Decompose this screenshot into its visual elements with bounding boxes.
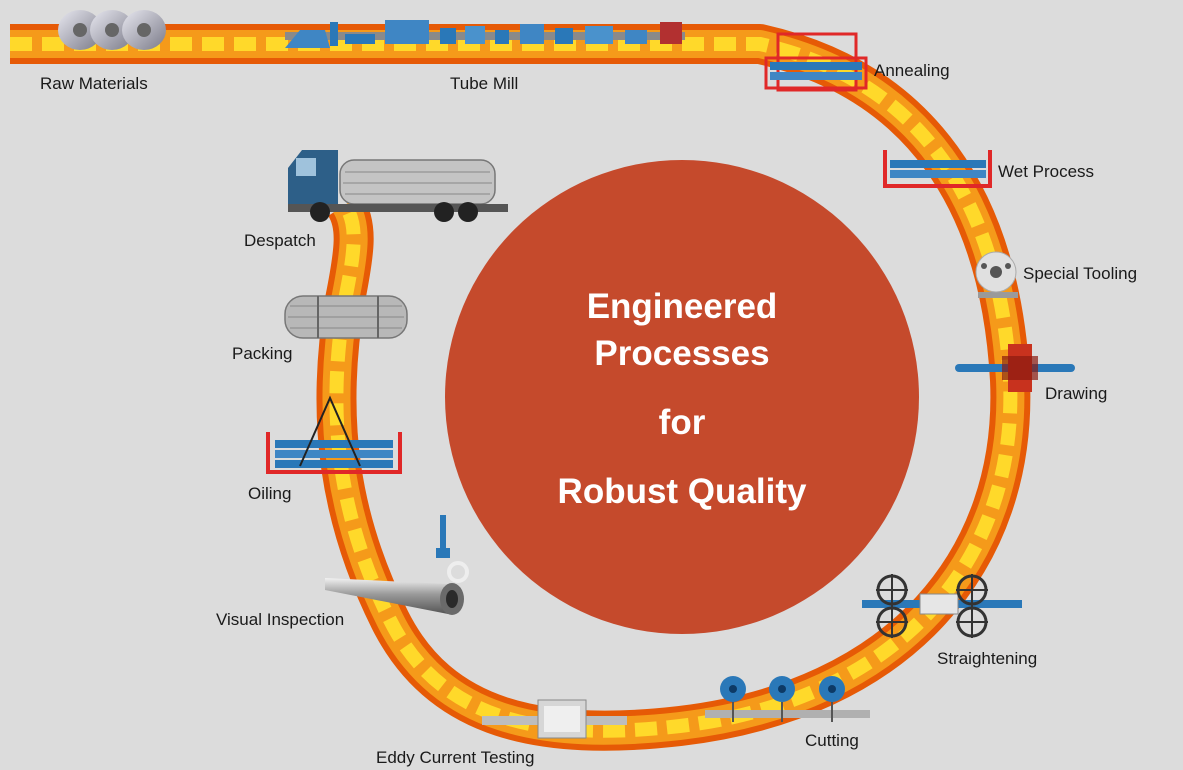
eddy-current-tester-icon: [482, 699, 627, 739]
center-badge: Engineered Processes for Robust Quality: [445, 160, 919, 634]
center-line-3: for: [659, 403, 706, 442]
label-tube-mill: Tube Mill: [450, 74, 518, 93]
center-circle: [445, 160, 919, 634]
center-line-1: Engineered: [587, 287, 778, 326]
center-line-2: Processes: [594, 334, 769, 373]
process-track: [10, 24, 1031, 751]
label-despatch: Despatch: [244, 231, 316, 250]
wet-process-tank-icon: [883, 150, 992, 188]
label-straightening: Straightening: [937, 649, 1037, 668]
label-raw-materials: Raw Materials: [40, 74, 148, 93]
tube-mill-icon: [285, 20, 685, 48]
label-wet-process: Wet Process: [998, 162, 1094, 181]
label-annealing: Annealing: [874, 61, 950, 80]
label-oiling: Oiling: [248, 484, 291, 503]
label-packing: Packing: [232, 344, 292, 363]
center-line-4: Robust Quality: [558, 472, 807, 511]
drawing-die-icon: [955, 344, 1075, 392]
label-drawing: Drawing: [1045, 384, 1107, 403]
special-tooling-icon: [975, 251, 1018, 298]
straightening-rollers-icon: [862, 574, 1022, 638]
annealing-furnace-icon: [764, 32, 868, 92]
label-visual-inspection: Visual Inspection: [216, 610, 344, 629]
label-cutting: Cutting: [805, 731, 859, 750]
visual-inspection-pipe-icon: [325, 515, 469, 615]
despatch-truck-icon: [288, 150, 508, 222]
label-special-tooling: Special Tooling: [1023, 264, 1137, 283]
label-eddy-current-testing: Eddy Current Testing: [376, 748, 534, 767]
oiling-tank-icon: [266, 395, 402, 474]
cutting-saws-icon: [705, 676, 870, 722]
step-labels: Raw Materials Tube Mill Annealing Wet Pr…: [40, 61, 1137, 767]
packed-bundle-icon: [284, 295, 408, 339]
coils-icon: [58, 10, 166, 50]
